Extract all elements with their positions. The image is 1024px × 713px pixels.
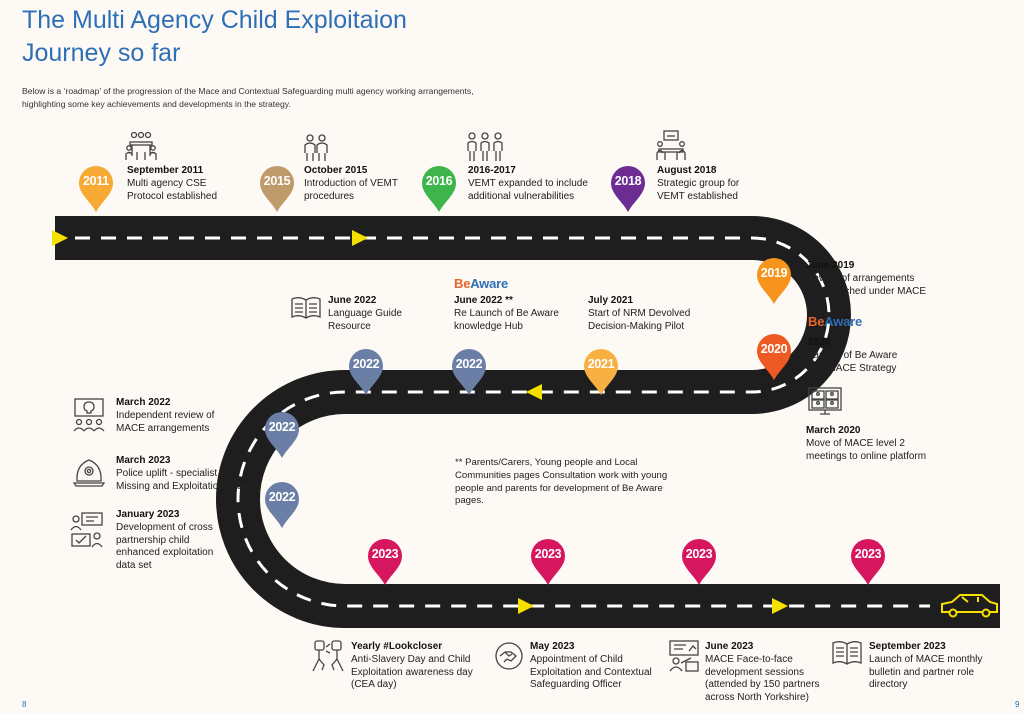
milestone-pin-2023-bulletin: 2023	[850, 538, 886, 586]
page-number-left: 8	[22, 700, 27, 709]
milestone-pin-2018: 2018	[610, 165, 646, 213]
family-icon	[466, 131, 504, 163]
event-june-2022-knowledge-hub: June 2022 **Re Launch of Be Aware knowle…	[454, 295, 559, 332]
milestone-pin-2021: 2021	[583, 348, 619, 396]
milestone-pin-2023-lookcloser: 2023	[367, 538, 403, 586]
title-line-2: Journey so far	[22, 39, 181, 67]
checklist-people-icon	[70, 512, 106, 548]
milestone-pin-2015: 2015	[259, 165, 295, 213]
boardroom-icon	[655, 130, 687, 162]
milestone-pin-2022-review: 2022	[264, 411, 300, 459]
road-arrow-5	[772, 598, 788, 614]
milestone-pin-2022-language-guide: 2022	[348, 348, 384, 396]
milestone-pin-2023-officer: 2023	[530, 538, 566, 586]
milestone-pin-2022-knowledge-hub: 2022	[451, 348, 487, 396]
milestone-pin-2019: 2019	[756, 257, 792, 305]
page-title: The Multi Agency Child Exploitaion Journ…	[22, 4, 407, 70]
road-arrow-2	[352, 230, 368, 246]
book-icon	[290, 296, 322, 320]
road-arrow-4	[518, 598, 534, 614]
milestone-pin-2016: 2016	[421, 165, 457, 213]
handshake-icon	[494, 641, 524, 671]
raised-fists-icon	[311, 639, 345, 673]
car-icon	[941, 594, 998, 618]
milestone-pin-2023-sessions: 2023	[681, 538, 717, 586]
page-number-right: 9	[1015, 700, 1020, 709]
be-aware-logo-2020: BeAware	[808, 314, 863, 329]
idea-group-icon	[72, 398, 106, 432]
road-centre-line	[75, 236, 930, 608]
milestone-pin-2011: 2011	[78, 165, 114, 213]
road-arrow-3	[526, 384, 542, 400]
milestone-pin-2020: 2020	[756, 333, 792, 381]
presentation-icon	[669, 640, 701, 672]
people-icon	[302, 133, 330, 163]
meeting-icon	[125, 130, 157, 162]
consultation-footnote: ** Parents/Carers, Young people and Loca…	[455, 457, 668, 507]
video-call-icon	[808, 387, 842, 415]
road-arrow-1	[52, 230, 68, 246]
milestone-pin-2022-police: 2022	[264, 481, 300, 529]
intro-text: Below is a ‘roadmap’ of the progression …	[22, 86, 474, 109]
title-line-1: The Multi Agency Child Exploitaion	[22, 6, 407, 34]
open-book-icon	[832, 640, 862, 666]
be-aware-logo: BeAware	[454, 276, 509, 291]
police-helmet-icon	[73, 457, 105, 487]
